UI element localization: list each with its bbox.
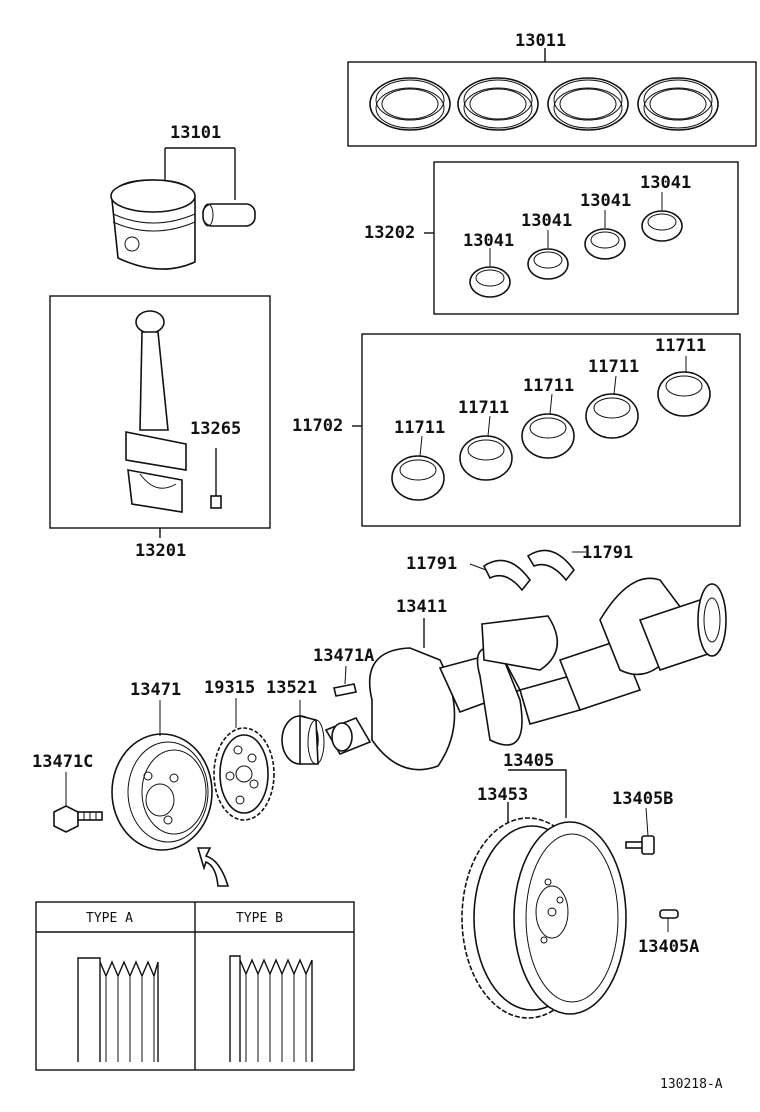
rod-bearing-4 xyxy=(641,210,683,242)
label-13041-a[interactable]: 13041 xyxy=(463,231,514,251)
main-bearing-5 xyxy=(657,371,711,417)
ring-stack-4 xyxy=(637,77,719,131)
label-13471[interactable]: 13471 xyxy=(130,680,181,700)
label-13011[interactable]: 13011 xyxy=(515,31,566,51)
crankshaft[interactable] xyxy=(324,577,727,771)
label-11711-c[interactable]: 11711 xyxy=(523,376,574,396)
type-a-label: TYPE A xyxy=(86,911,133,926)
type-b-label: TYPE B xyxy=(236,911,283,926)
label-13041-b[interactable]: 13041 xyxy=(521,211,572,231)
label-13405A[interactable]: 13405A xyxy=(638,937,699,957)
connecting-rod-bearing-set[interactable] xyxy=(424,161,739,315)
label-13041-c[interactable]: 13041 xyxy=(580,191,631,211)
label-13521[interactable]: 13521 xyxy=(266,678,317,698)
label-13041-d[interactable]: 13041 xyxy=(640,173,691,193)
label-11711-d[interactable]: 11711 xyxy=(588,357,639,377)
timing-rotor-sprocket[interactable] xyxy=(213,698,275,821)
thrust-washers[interactable] xyxy=(469,549,586,592)
ring-stack-3 xyxy=(547,77,629,131)
label-13405[interactable]: 13405 xyxy=(503,751,554,771)
label-13101[interactable]: 13101 xyxy=(170,123,221,143)
label-13471C[interactable]: 13471C xyxy=(32,752,93,772)
flywheel-bolt[interactable] xyxy=(625,807,655,855)
pulley-bolt[interactable] xyxy=(53,772,103,833)
label-11711-a[interactable]: 11711 xyxy=(394,418,445,438)
crankshaft-bearing-set[interactable] xyxy=(352,333,741,527)
label-11791-b[interactable]: 11791 xyxy=(582,543,633,563)
rod-bearing-1 xyxy=(469,266,511,298)
label-13411[interactable]: 13411 xyxy=(396,597,447,617)
main-bearing-1 xyxy=(391,455,445,501)
flywheel-pin[interactable] xyxy=(659,909,679,932)
label-11711-e[interactable]: 11711 xyxy=(655,336,706,356)
crankshaft-timing-gear[interactable] xyxy=(281,700,325,765)
rod-bearing-2 xyxy=(527,248,569,280)
pulley-type-table xyxy=(35,901,355,1071)
label-13405B[interactable]: 13405B xyxy=(612,789,673,809)
piston[interactable] xyxy=(110,147,256,270)
label-13201[interactable]: 13201 xyxy=(135,541,186,561)
ring-stack-1 xyxy=(369,77,451,131)
label-11711-b[interactable]: 11711 xyxy=(458,398,509,418)
figure-id: 130218-A xyxy=(660,1077,723,1092)
pulley-type-arrow-icon xyxy=(196,847,230,887)
piston-ring-set[interactable] xyxy=(347,48,757,147)
label-13202[interactable]: 13202 xyxy=(364,223,415,243)
main-bearing-4 xyxy=(585,393,639,439)
label-13471A[interactable]: 13471A xyxy=(313,646,374,666)
main-bearing-3 xyxy=(521,413,575,459)
ring-stack-2 xyxy=(457,77,539,131)
main-bearing-2 xyxy=(459,435,513,481)
flywheel[interactable] xyxy=(461,769,627,1019)
label-11791-a[interactable]: 11791 xyxy=(406,554,457,574)
connecting-rod[interactable] xyxy=(49,295,271,538)
rod-bearing-3 xyxy=(584,228,626,260)
crankshaft-key[interactable] xyxy=(333,665,357,697)
label-19315[interactable]: 19315 xyxy=(204,678,255,698)
type-b-profile xyxy=(229,955,313,1062)
label-11702[interactable]: 11702 xyxy=(292,416,343,436)
label-13453[interactable]: 13453 xyxy=(477,785,528,805)
type-a-profile xyxy=(77,957,159,1062)
crankshaft-pulley[interactable] xyxy=(111,700,213,851)
label-13265[interactable]: 13265 xyxy=(190,419,241,439)
